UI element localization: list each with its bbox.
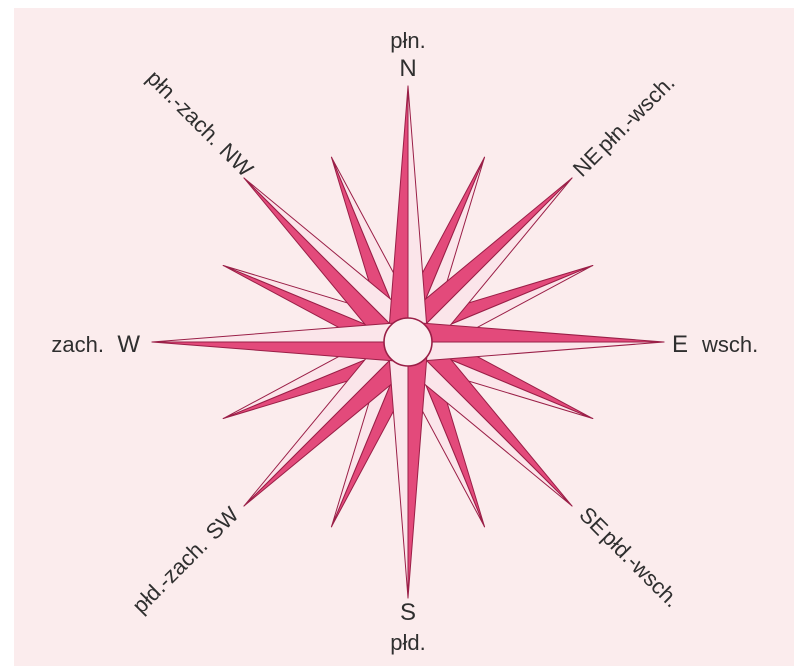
northeast-name-label: płn.-wsch. [592,70,680,158]
point-n [388,86,428,342]
north-name-label: płn. [390,28,425,53]
point-n-dark-half [388,86,408,342]
northeast-label-group: NE płn.-wsch. [568,70,680,182]
point-s-dark-half [408,342,428,598]
point-e-light-half [408,342,664,362]
point-n-light-half [408,86,428,342]
west-abbr-label: W [117,331,140,358]
point-s-light-half [388,342,408,598]
east-name-label: wsch. [701,332,758,357]
southwest-label-group: SW płd.-zach. [127,502,243,618]
southeast-label-group: SE płd.-wsch. [574,502,684,612]
northwest-abbr-label: NW [215,138,259,182]
point-e [408,322,664,362]
south-name-label: płd. [390,630,425,655]
point-w [152,322,408,362]
south-abbr-label: S [400,599,416,626]
point-e-dark-half [408,322,664,342]
point-w-dark-half [152,342,408,362]
southwest-name-label: płd.-zach. [127,533,212,618]
compass-hub [384,318,432,366]
southwest-abbr-label: SW [201,502,244,545]
west-name-label: zach. [51,332,104,357]
point-s [388,342,428,598]
east-abbr-label: E [672,331,688,358]
northwest-name-label: płn.-zach. [142,65,227,150]
point-w-light-half [152,322,408,342]
north-abbr-label: N [399,55,416,82]
southeast-name-label: płd.-wsch. [597,524,685,612]
northwest-label-group: NW płn.-zach. [142,65,258,181]
